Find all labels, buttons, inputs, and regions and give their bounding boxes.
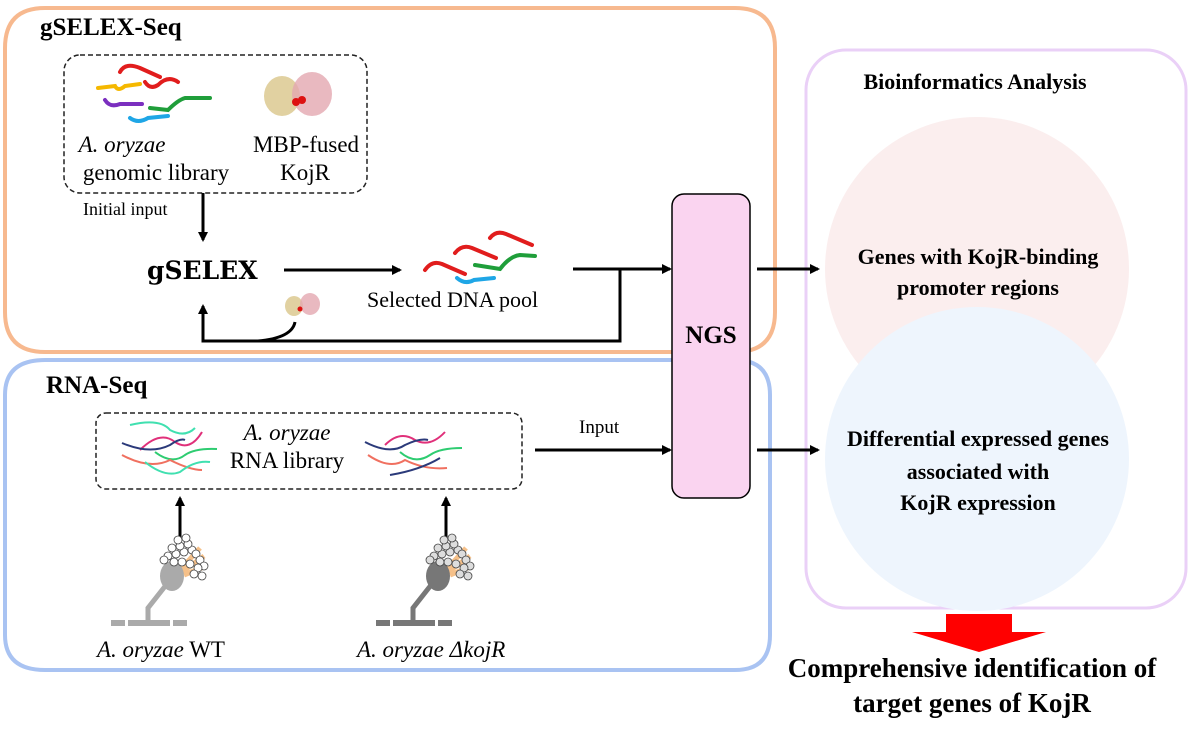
spore — [177, 557, 187, 567]
spore — [171, 549, 181, 559]
deg-line1: Differential expressed genes — [847, 426, 1109, 451]
spore — [159, 555, 169, 565]
spore — [437, 549, 447, 559]
spore — [179, 547, 189, 557]
feedback-loop-line — [198, 269, 622, 343]
deg-line2: associated with — [906, 459, 1050, 484]
rnaseq-panel-title: RNA-Seq — [46, 372, 148, 399]
conclusion-arrow — [912, 614, 1046, 652]
rna-library-species: A. oryzae — [243, 420, 331, 445]
strain-wt-species: A. oryzae — [97, 637, 184, 662]
gselex-step-label: gSELEX — [147, 256, 258, 285]
genomic-library-label: genomic library — [82, 160, 230, 185]
binding-genes-line1: Genes with KojR-binding — [857, 244, 1099, 269]
strain-kojr-mutant-label: A. oryzae ΔkojR — [357, 637, 506, 662]
spore — [197, 571, 207, 581]
rna-library-label: RNA library — [229, 448, 345, 473]
spore — [443, 557, 453, 567]
kojr-protein-small-icon — [285, 293, 320, 316]
spore — [193, 563, 203, 573]
spore — [169, 557, 179, 567]
selected-dna-icon — [423, 230, 537, 285]
spore — [425, 555, 435, 565]
strain-wt-suffix: WT — [189, 637, 225, 662]
spore — [463, 571, 473, 581]
spore — [445, 547, 455, 557]
ngs-label: NGS — [685, 322, 737, 349]
initial-input-label: Initial input — [83, 199, 168, 219]
spore — [191, 549, 201, 559]
spore — [457, 549, 467, 559]
genomic-library-box — [63, 54, 368, 194]
gselex-panel-title: gSELEX-Seq — [40, 14, 182, 41]
deg-circle — [825, 307, 1129, 611]
rna-fragments-right-icon — [364, 431, 463, 476]
spore — [167, 543, 177, 553]
genomic-library-species: A. oryzae — [78, 132, 166, 157]
kojr-protein-icon — [264, 72, 332, 116]
spore — [189, 569, 199, 579]
dna-fragments-icon — [96, 63, 212, 123]
protein-feedback-line — [257, 321, 297, 343]
ngs-box — [671, 193, 751, 499]
spore — [455, 569, 465, 579]
conclusion-line2: target genes of KojR — [853, 688, 1091, 718]
aspergillus-wt-icon — [111, 533, 209, 626]
rnaseq-panel — [3, 358, 772, 672]
bioinformatics-panel-title: Bioinformatics Analysis — [863, 69, 1087, 94]
rna-fragments-left-icon — [121, 421, 218, 475]
spore — [447, 533, 457, 543]
protein-label-line2: KojR — [280, 160, 330, 185]
rna-input-label: Input — [579, 417, 620, 438]
binding-genes-line2: promoter regions — [897, 275, 1059, 300]
strain-wt-label: A. oryzae WT — [97, 637, 225, 662]
aspergillus-kojr-mutant-icon — [376, 533, 475, 626]
spore — [195, 555, 205, 565]
spore — [173, 535, 183, 545]
selected-pool-label: Selected DNA pool — [367, 287, 539, 312]
rna-library-box — [95, 412, 523, 490]
spore — [451, 559, 461, 569]
spore — [181, 533, 191, 543]
spore — [461, 555, 471, 565]
spore — [185, 559, 195, 569]
conclusion-line1: Comprehensive identification of — [787, 653, 1157, 683]
deg-line3: KojR expression — [900, 490, 1056, 515]
spore — [433, 543, 443, 553]
protein-label-line1: MBP-fused — [252, 132, 360, 157]
spore — [459, 563, 469, 573]
spore — [435, 557, 445, 567]
spore — [439, 535, 449, 545]
